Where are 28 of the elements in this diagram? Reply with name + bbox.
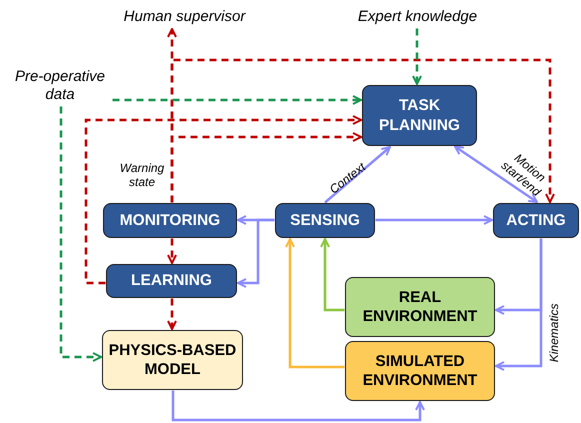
edge-label: Kinematics xyxy=(548,302,562,364)
arrow xyxy=(167,298,177,330)
arrow xyxy=(376,215,493,225)
arrow xyxy=(495,238,542,371)
arrow xyxy=(320,238,344,312)
model-box: PHYSICS-BASED MODEL xyxy=(102,330,243,390)
process-box: SENSING xyxy=(275,203,375,238)
arrow xyxy=(60,106,102,362)
arrow xyxy=(324,146,391,204)
environment-box: REAL ENVIRONMENT xyxy=(345,277,495,337)
input-label: Pre-operative data xyxy=(8,66,112,106)
input-label: Human supervisor xyxy=(112,6,257,28)
arrow xyxy=(170,58,555,203)
environment-box: SIMULATED ENVIRONMENT xyxy=(345,341,495,401)
process-box: TASK PLANNING xyxy=(362,85,477,146)
process-box: MONITORING xyxy=(103,203,237,238)
input-label: Expert knowledge xyxy=(350,6,485,28)
arrow xyxy=(285,238,344,368)
arrow xyxy=(167,238,177,264)
arrow xyxy=(84,115,362,284)
arrow xyxy=(412,28,422,85)
arrow xyxy=(237,218,274,288)
arrow xyxy=(172,390,425,422)
arrow xyxy=(454,145,538,204)
arrow xyxy=(112,95,362,105)
process-box: ACTING xyxy=(493,203,579,238)
process-box: LEARNING xyxy=(106,264,237,298)
edge-label: Warning state xyxy=(118,162,166,190)
